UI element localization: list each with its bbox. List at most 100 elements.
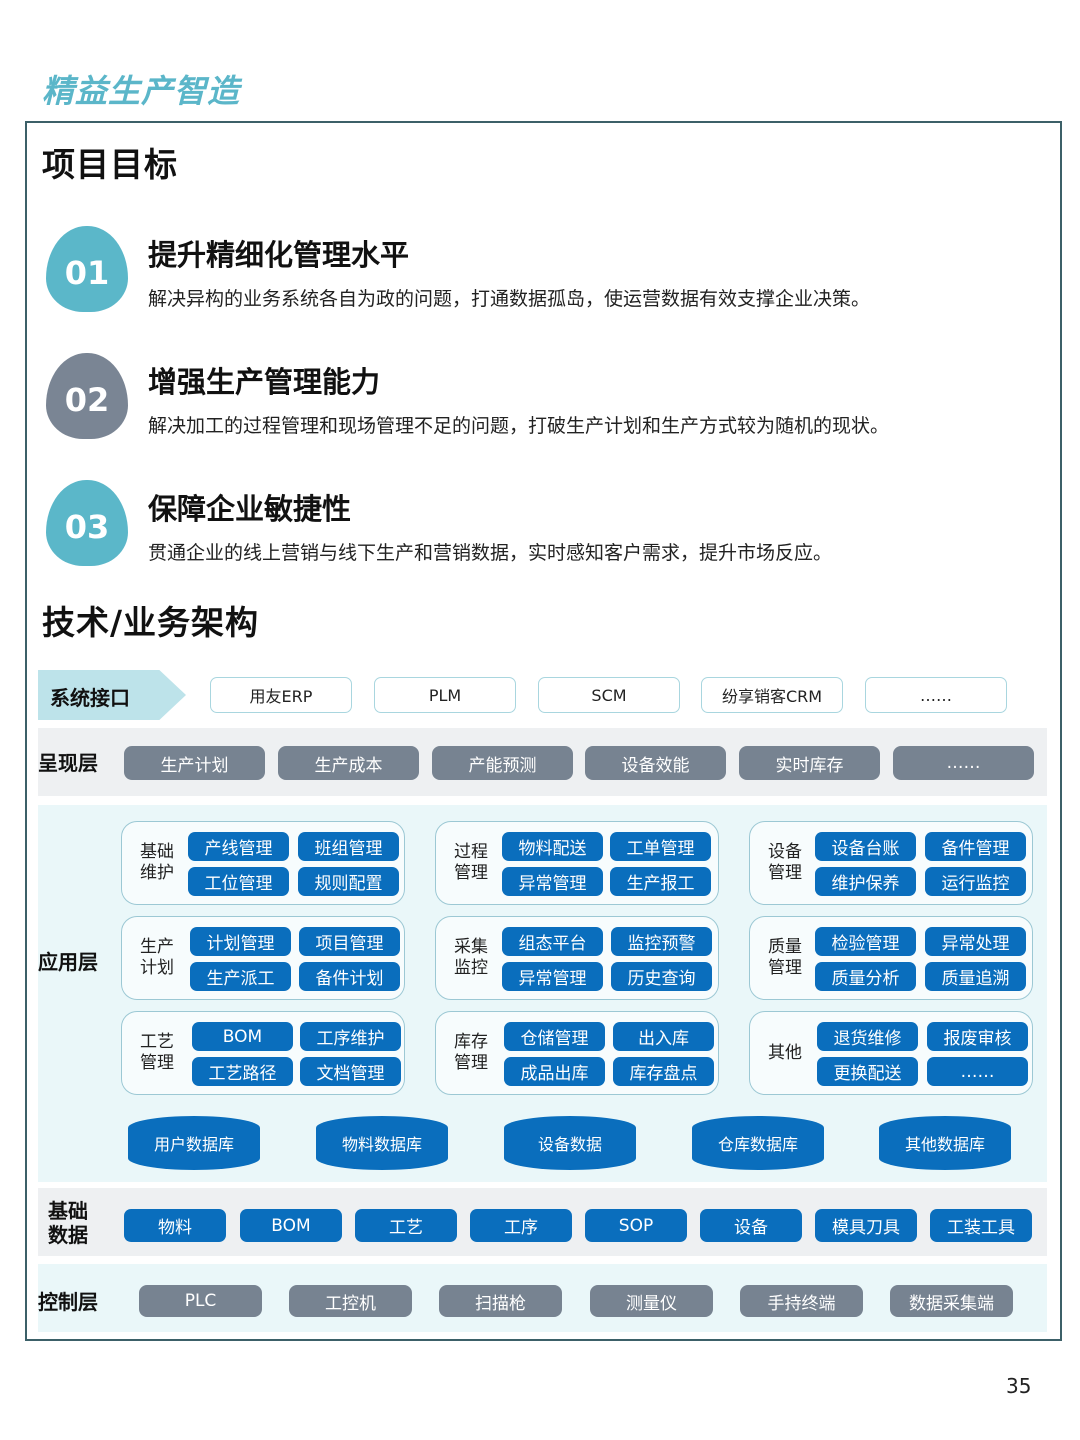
base-data-item: BOM [240,1209,342,1242]
module-group: 基础维护 产线管理 班组管理 工位管理 规则配置 [121,821,405,905]
module-group: 工艺管理 BOM 工序维护 工艺路径 文档管理 [121,1011,405,1095]
module-item: 检验管理 [815,927,916,956]
module-item: …… [927,1057,1028,1086]
module-group: 采集监控 组态平台 监控预警 异常管理 历史查询 [435,916,719,1000]
base-data-item: 工装工具 [930,1209,1032,1242]
module-item: 组态平台 [502,927,603,956]
interface-item: …… [865,677,1007,713]
module-item: 运行监控 [925,867,1026,896]
module-item: 成品出库 [504,1057,605,1086]
control-item: 工控机 [289,1285,412,1317]
group-name: 过程管理 [454,842,488,883]
number-badge-icon: 01 [46,226,128,312]
base-data-item: 工序 [470,1209,572,1242]
goal-desc: 贯通企业的线上营销与线下生产和营销数据，实时感知客户需求，提升市场反应。 [148,542,833,564]
base-data-item: 工艺 [355,1209,457,1242]
goal-title: 提升精细化管理水平 [148,238,410,272]
module-item: 生产派工 [190,962,291,991]
goal-item-3: 03 保障企业敏捷性 贯通企业的线上营销与线下生产和营销数据，实时感知客户需求，… [46,480,1006,576]
database-icon: 设备数据 [504,1116,636,1170]
database-icon: 仓库数据库 [692,1116,824,1170]
module-item: 历史查询 [611,962,712,991]
module-item: 维护保养 [815,867,916,896]
group-name: 采集监控 [454,937,488,978]
database-icon: 用户数据库 [128,1116,260,1170]
control-item: 扫描枪 [439,1285,562,1317]
presentation-item: 生产计划 [124,746,265,780]
group-name: 基础维护 [140,842,174,883]
group-name: 库存管理 [454,1032,488,1073]
module-item: 工位管理 [188,867,289,896]
presentation-item: 产能预测 [432,746,573,780]
group-name: 其他 [768,1042,802,1063]
module-item: 工序维护 [300,1022,401,1051]
control-item: PLC [139,1285,262,1317]
module-item: 物料配送 [502,832,603,861]
presentation-layer-label: 呈现层 [38,751,98,775]
base-data-item: SOP [585,1209,687,1242]
interface-item: PLM [374,677,516,713]
module-item: 出入库 [613,1022,714,1051]
database-icon: 物料数据库 [316,1116,448,1170]
control-layer-label: 控制层 [38,1290,98,1314]
number-badge-icon: 02 [46,353,128,439]
module-item: 生产报工 [610,867,711,896]
base-data-item: 设备 [700,1209,802,1242]
presentation-item: …… [893,746,1034,780]
module-item: BOM [192,1022,293,1051]
module-item: 工艺路径 [192,1057,293,1086]
control-item: 数据采集端 [890,1285,1013,1317]
presentation-item: 生产成本 [278,746,419,780]
goal-title: 保障企业敏捷性 [148,492,352,526]
group-name: 设备管理 [768,842,802,883]
module-group: 生产计划 计划管理 项目管理 生产派工 备件计划 [121,916,405,1000]
module-item: 计划管理 [190,927,291,956]
goal-title: 增强生产管理能力 [148,365,381,399]
module-item: 产线管理 [188,832,289,861]
interface-item: 用友ERP [210,677,352,713]
module-item: 备件管理 [925,832,1026,861]
module-item: 项目管理 [299,927,400,956]
goal-desc: 解决异构的业务系统各自为政的问题，打通数据孤岛，使运营数据有效支撑企业决策。 [148,288,871,310]
group-name: 工艺管理 [140,1032,174,1073]
goal-desc: 解决加工的过程管理和现场管理不足的问题，打破生产计划和生产方式较为随机的现状。 [148,415,890,437]
module-item: 报废审核 [927,1022,1028,1051]
presentation-item: 设备效能 [585,746,726,780]
control-item: 测量仪 [590,1285,713,1317]
module-item: 监控预警 [611,927,712,956]
group-name: 质量管理 [768,937,802,978]
module-group: 质量管理 检验管理 异常处理 质量分析 质量追溯 [749,916,1033,1000]
module-group: 其他 退货维修 报废审核 更换配送 …… [749,1011,1033,1095]
base-data-item: 模具刀具 [815,1209,917,1242]
module-item: 规则配置 [298,867,399,896]
module-item: 质量追溯 [925,962,1026,991]
module-item: 仓储管理 [504,1022,605,1051]
module-item: 退货维修 [817,1022,918,1051]
database-icon: 其他数据库 [879,1116,1011,1170]
architecture-title: 技术/业务架构 [42,603,260,642]
interface-item: 纷享销客CRM [701,677,843,713]
base-data-item: 物料 [124,1209,226,1242]
module-group: 设备管理 设备台账 备件管理 维护保养 运行监控 [749,821,1033,905]
module-item: 异常管理 [502,867,603,896]
page-number: 35 [1006,1374,1032,1398]
module-item: 班组管理 [298,832,399,861]
application-layer-label: 应用层 [38,950,98,974]
module-item: 异常处理 [925,927,1026,956]
goal-item-1: 01 提升精细化管理水平 解决异构的业务系统各自为政的问题，打通数据孤岛，使运营… [46,226,1006,322]
module-group: 过程管理 物料配送 工单管理 异常管理 生产报工 [435,821,719,905]
module-item: 设备台账 [815,832,916,861]
brand-title: 精益生产智造 [42,72,241,110]
control-item: 手持终端 [740,1285,863,1317]
module-group: 库存管理 仓储管理 出入库 成品出库 库存盘点 [435,1011,719,1095]
arrow-shape-icon [38,670,186,720]
presentation-item: 实时库存 [739,746,880,780]
module-item: 备件计划 [299,962,400,991]
module-item: 更换配送 [817,1057,918,1086]
module-item: 工单管理 [610,832,711,861]
module-item: 异常管理 [502,962,603,991]
goal-item-2: 02 增强生产管理能力 解决加工的过程管理和现场管理不足的问题，打破生产计划和生… [46,353,1006,449]
module-item: 质量分析 [815,962,916,991]
module-item: 文档管理 [300,1057,401,1086]
system-interface-label: 系统接口 [50,686,130,710]
